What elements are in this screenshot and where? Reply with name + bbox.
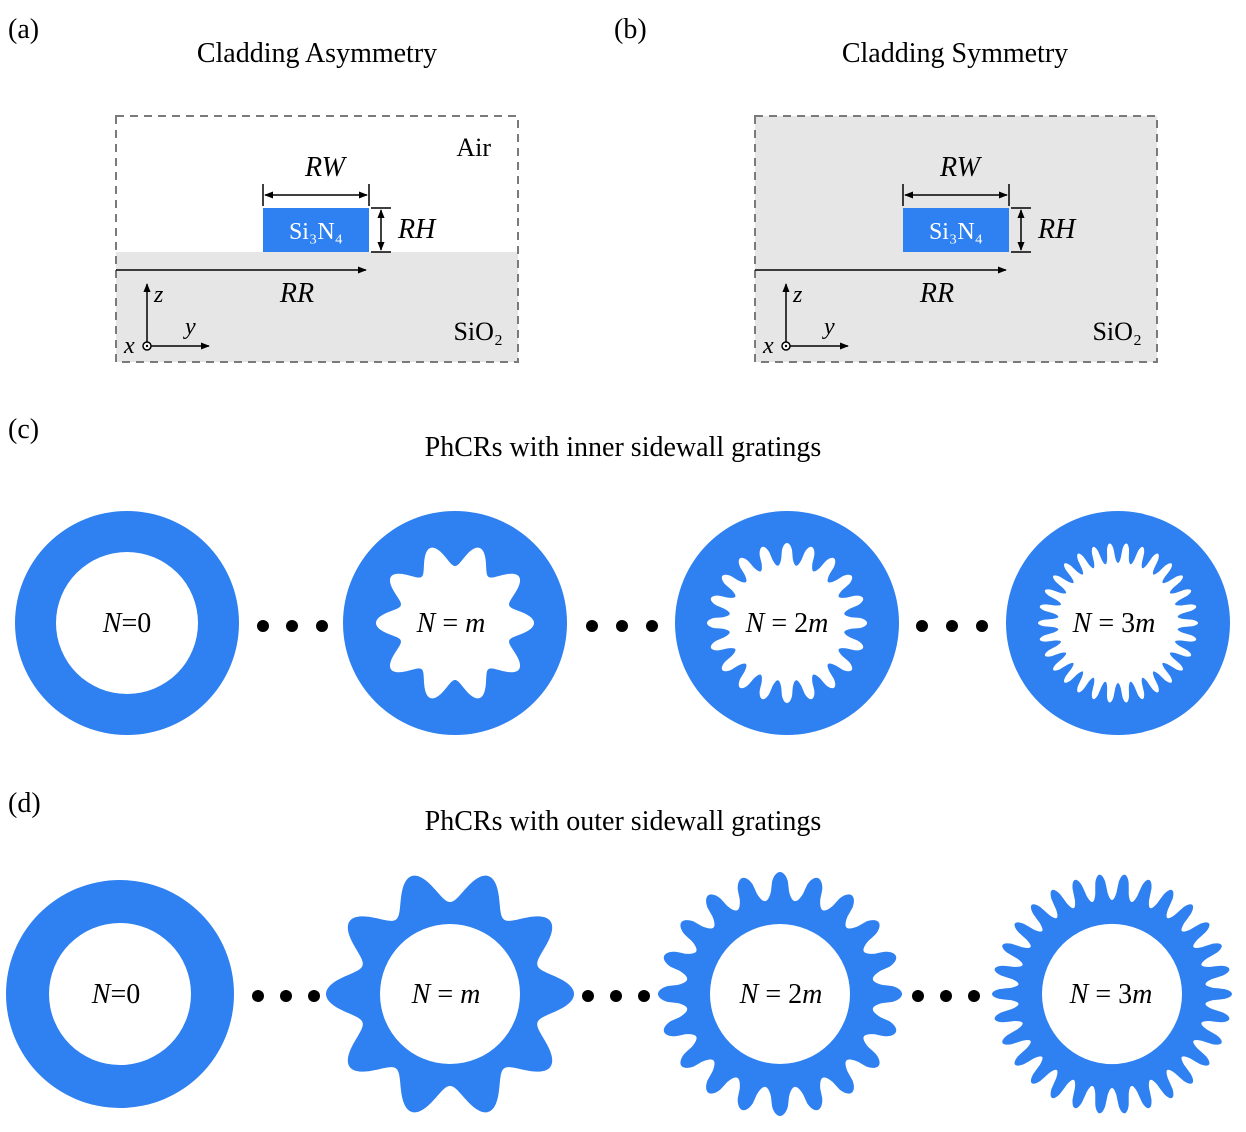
axis-y-label: y xyxy=(183,314,196,340)
ring-label-n3m: N = 3m xyxy=(1069,979,1153,1010)
panel-a-label: (a) xyxy=(8,14,39,45)
panel-b: (b) Cladding Symmetry SiO₂ Si₃N₄ RW RH R… xyxy=(614,14,1158,363)
panel-d-label: (d) xyxy=(8,788,41,819)
panel-b-title: Cladding Symmetry xyxy=(842,38,1068,69)
si3n4-core xyxy=(903,208,1009,252)
panel-c: (c) PhCRs with inner sidewall gratings N… xyxy=(8,414,1230,736)
panel-c-label: (c) xyxy=(8,414,39,445)
simulation-boundary xyxy=(115,115,519,363)
panel-d: (d) PhCRs with outer sidewall gratings N… xyxy=(6,788,1232,1116)
ring-label-n0: N=0 xyxy=(91,979,140,1010)
si3n4-core xyxy=(263,208,369,252)
ring-d-n3m xyxy=(992,874,1232,1114)
sio2-label: SiO₂ xyxy=(1092,317,1142,346)
rr-label: RR xyxy=(919,278,954,309)
rw-label: RW xyxy=(939,152,983,183)
ring-c-n3m xyxy=(1006,511,1230,735)
axis-x-label: x xyxy=(123,333,135,359)
panel-a-title: Cladding Asymmetry xyxy=(197,38,437,69)
ellipsis-d-1 xyxy=(252,990,320,1002)
panel-a: (a) Cladding Asymmetry Air SiO₂ Si₃N₄ RW… xyxy=(8,14,519,363)
axis-z-label: z xyxy=(792,282,803,308)
ellipsis-d-3 xyxy=(912,990,980,1002)
ring-label-nm: N = m xyxy=(411,979,481,1010)
ring-d-nm xyxy=(326,875,574,1113)
core-label: Si₃N₄ xyxy=(289,219,343,245)
ellipsis-d-2 xyxy=(582,990,650,1002)
ring-label-n0: N=0 xyxy=(102,608,151,639)
ring-label-n3m: N = 3m xyxy=(1072,608,1156,639)
ring-label-nm: N = m xyxy=(416,608,486,639)
sio2-label: SiO₂ xyxy=(453,317,503,346)
ellipsis-c-2 xyxy=(586,620,658,632)
axis-x-dot xyxy=(784,344,788,348)
axis-z-label: z xyxy=(153,282,164,308)
rh-label: RH xyxy=(1037,214,1077,245)
ellipsis-c-1 xyxy=(257,620,328,632)
panel-d-title: PhCRs with outer sidewall gratings xyxy=(425,806,822,837)
ring-c-nm xyxy=(342,510,567,736)
ring-d-n0 xyxy=(6,880,234,1108)
ring-label-n2m: N = 2m xyxy=(745,608,829,639)
ring-c-n2m xyxy=(675,511,899,735)
rh-label: RH xyxy=(397,214,437,245)
panel-c-title: PhCRs with inner sidewall gratings xyxy=(425,432,822,463)
ring-label-n2m: N = 2m xyxy=(739,979,823,1010)
rw-label: RW xyxy=(304,152,348,183)
air-label: Air xyxy=(456,133,491,162)
ellipsis-c-3 xyxy=(916,620,988,632)
rr-label: RR xyxy=(279,278,314,309)
axis-x-dot xyxy=(145,344,149,348)
ring-c-n0 xyxy=(15,511,239,735)
panel-b-label: (b) xyxy=(614,14,647,45)
core-label: Si₃N₄ xyxy=(929,219,983,245)
axis-x-label: x xyxy=(762,333,774,359)
ring-d-n2m xyxy=(658,872,902,1116)
axis-y-label: y xyxy=(822,314,835,340)
